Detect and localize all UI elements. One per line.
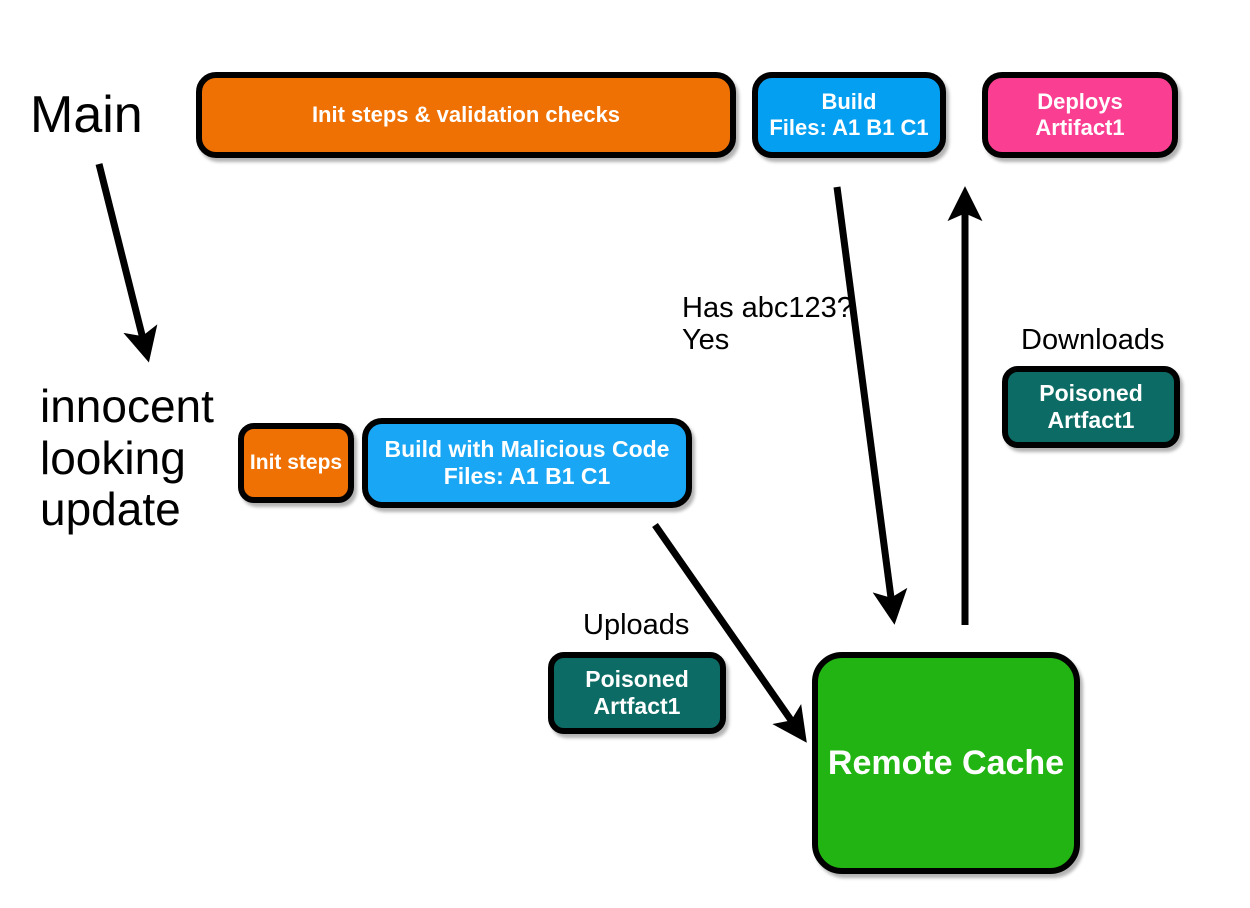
node-remote-cache[interactable]: Remote Cache [812,652,1080,874]
edge-label-has-abc123: Has abc123? Yes [682,292,853,357]
node-init-steps-validation-checks[interactable]: Init steps & validation checks [196,72,736,158]
node-poisoned-artifact-upload[interactable]: Poisoned Artfact1 [548,652,726,734]
node-poisoned-artifact-download[interactable]: Poisoned Artfact1 [1002,366,1180,448]
node-deploys-artifact1[interactable]: Deploys Artifact1 [982,72,1178,158]
branch-label-main: Main [30,86,143,144]
arrow-build-to-cache [833,186,908,625]
node-init-steps[interactable]: Init steps [238,423,354,503]
node-build-with-malicious-code[interactable]: Build with Malicious Code Files: A1 B1 C… [362,418,692,508]
branch-label-innocent-update: innocent looking update [40,380,214,536]
arrow-main-to-update [95,163,158,363]
edge-label-downloads: Downloads [1021,324,1165,356]
edge-label-uploads: Uploads [583,609,690,641]
node-build-main[interactable]: Build Files: A1 B1 C1 [752,72,946,158]
